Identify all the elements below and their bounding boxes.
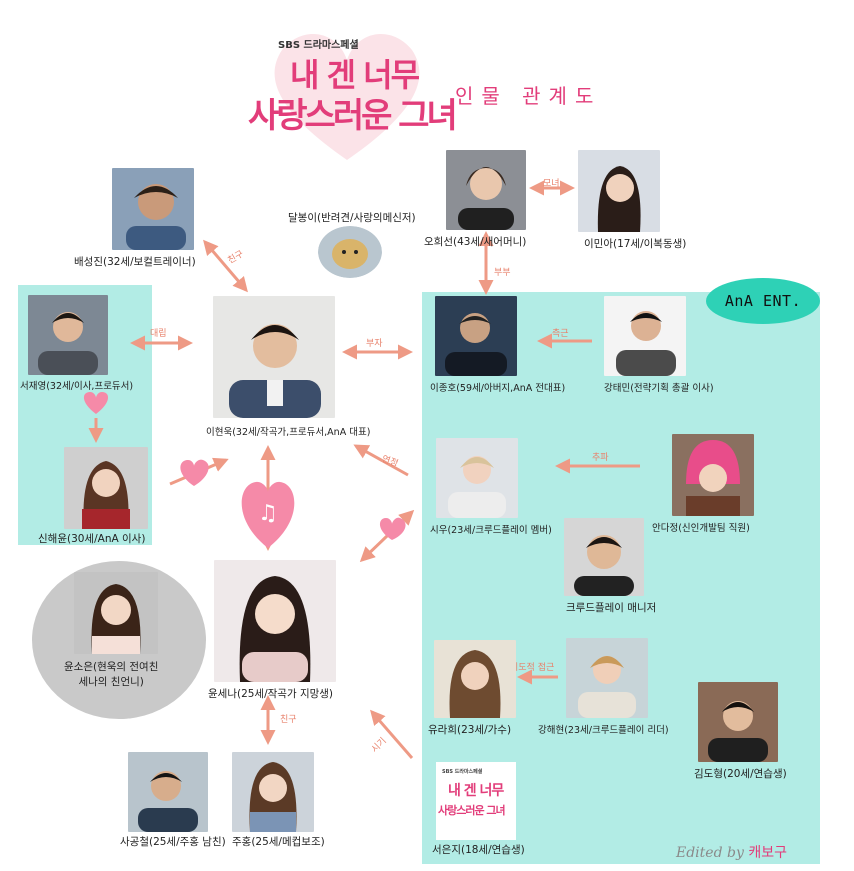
photo-dog (318, 226, 382, 278)
photo-yoon-sona (74, 572, 158, 654)
rel-aide: 측근 (552, 329, 569, 339)
photo-bae (112, 168, 194, 250)
ana-ent-badge: AnA ENT. (706, 278, 820, 324)
heart-main-icon (241, 481, 295, 548)
caption-yoon-sona: 윤소은(현욱의 전여친 세나의 친언니) (64, 661, 159, 688)
logo-heart (262, 20, 432, 170)
arrow-shin-hyunwook (169, 457, 229, 486)
photo-oh (446, 150, 526, 230)
rel-crush: 추파 (592, 453, 609, 463)
rel-jealousy: 시기 (369, 736, 389, 755)
photo-ahn (672, 434, 754, 516)
photo-yoon-sena (214, 560, 336, 682)
seo-eunji-logo: SBS 드라마스페셜 내 겐 너무 사랑스러운 그녀 (436, 762, 516, 840)
caption-kim-dohyung: 김도형(20세/연습생) (694, 768, 787, 780)
caption-yoorahee: 유라희(23세/가수) (428, 724, 512, 736)
heart-shape-icon (274, 33, 420, 160)
drama-title-line2: 사랑스러운 그녀 (248, 96, 458, 136)
photo-kim-dohyung (698, 682, 778, 762)
network-label: SBS 드라마스페셜 (278, 40, 359, 51)
caption-yoon-sena: 윤세나(25세/작곡가 지망생) (208, 688, 334, 700)
caption-lee-mina: 이민아(17세/이복동생) (584, 238, 687, 250)
caption-manager: 크루드플레이 매니저 (566, 602, 657, 614)
music-note-icon: ♫ (258, 501, 278, 526)
rel-secret: 연정 (380, 454, 400, 470)
photo-siwoo (436, 438, 518, 518)
caption-ahn: 안다정(신인개발팀 직원) (652, 523, 750, 534)
caption-seo: 서재영(32세/이사,프로듀서) (20, 381, 134, 392)
caption-juhong: 주홍(25세/메컵보조) (232, 836, 325, 848)
caption-bae: 배성진(32세/보컬트레이너) (74, 256, 196, 268)
rel-approach: 의도적 접근 (510, 663, 555, 673)
chart-title: 인물 관계도 (455, 84, 602, 108)
caption-kang-taemin: 강태민(전략기획 총괄 이사) (604, 383, 714, 394)
photo-manager (564, 518, 644, 596)
credit: Edited by 캐보구 (676, 842, 787, 862)
drama-title-line1: 내 겐 너무 (290, 56, 420, 94)
photo-sa (128, 752, 208, 832)
inset-title-line2: 사랑스러운 그녀 (438, 804, 506, 817)
arrow-siwoo-sena (359, 509, 415, 563)
caption-siwoo: 시우(23세/크루드플레이 멤버) (430, 525, 552, 536)
photo-kang-haehyun (566, 638, 648, 718)
photo-hyunwook (213, 296, 335, 418)
rel-father-son: 부자 (366, 339, 383, 349)
rel-friend2: 친구 (280, 715, 297, 725)
credit-prefix: Edited by (676, 845, 744, 861)
photo-shin (64, 447, 148, 529)
rel-mother-daughter: 모녀 (543, 179, 560, 189)
caption-oh: 오희선(43세/새어머니) (424, 236, 527, 248)
photo-juhong (232, 752, 314, 832)
caption-jongho: 이종호(59세/아버지,AnA 전대표) (430, 383, 566, 394)
photo-kang-taemin (604, 296, 686, 376)
photo-seo (28, 295, 108, 375)
caption-kang-haehyun: 강해현(23세/크루드플레이 리더) (538, 725, 669, 736)
heart-shin-hyunwook-icon (180, 459, 209, 486)
caption-seo-eunji: 서은지(18세/연습생) (432, 844, 525, 856)
rel-friend1: 친구 (226, 249, 246, 267)
heart-siwoo-sena-icon (379, 517, 406, 540)
caption-hyunwook: 이현욱(32세/작곡가,프로듀서,AnA 대표) (206, 427, 371, 438)
caption-sa: 사공철(25세/주홍 남친) (120, 836, 226, 848)
inset-network: SBS 드라마스페셜 (442, 769, 483, 775)
caption-dog: 달봉이(반려견/사랑의메신저) (288, 212, 416, 224)
photo-yoorahee (434, 640, 516, 718)
rel-couple: 부부 (494, 268, 511, 278)
inset-title-line1: 내 겐 너무 (448, 783, 504, 799)
credit-name: 캐보구 (748, 845, 787, 861)
photo-jongho (435, 296, 517, 376)
photo-lee-mina (578, 150, 660, 232)
rel-rival: 대립 (150, 329, 167, 339)
caption-shin: 신해윤(30세/AnA 이사) (38, 533, 146, 545)
